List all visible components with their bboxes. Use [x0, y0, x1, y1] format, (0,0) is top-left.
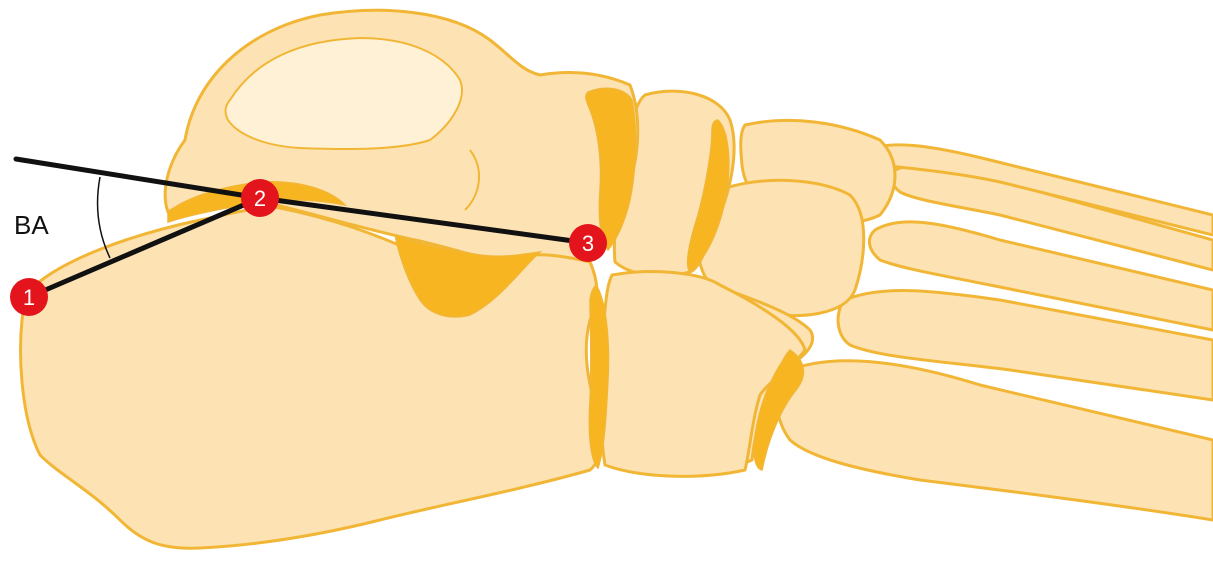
marker-1: 1 — [10, 278, 48, 316]
foot-bones — [21, 10, 1213, 548]
marker-1-label: 1 — [23, 285, 35, 310]
marker-3-label: 3 — [582, 231, 594, 256]
marker-3: 3 — [569, 224, 607, 262]
angle-label: BA — [14, 210, 49, 240]
marker-2: 2 — [241, 179, 279, 217]
marker-2-label: 2 — [254, 186, 266, 211]
